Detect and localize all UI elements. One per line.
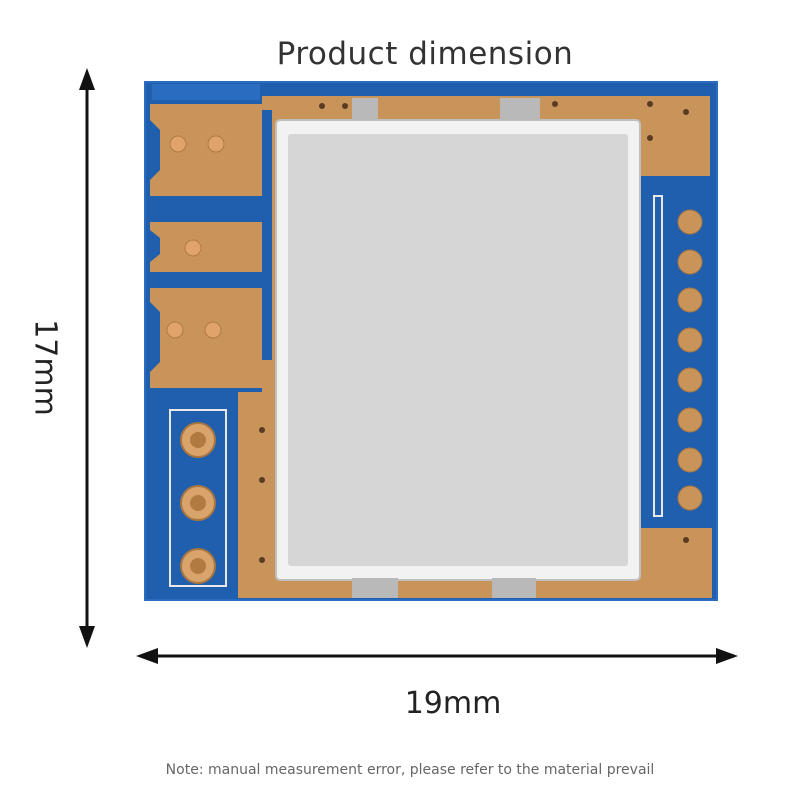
width-arrow [136, 648, 738, 664]
page-title: Product dimension [276, 36, 574, 72]
height-label: 17mm [27, 319, 63, 416]
height-arrow [79, 68, 95, 648]
footnote: Note: manual measurement error, please r… [165, 762, 655, 778]
width-label: 19mm [404, 686, 502, 721]
metal-shield [275, 98, 641, 598]
